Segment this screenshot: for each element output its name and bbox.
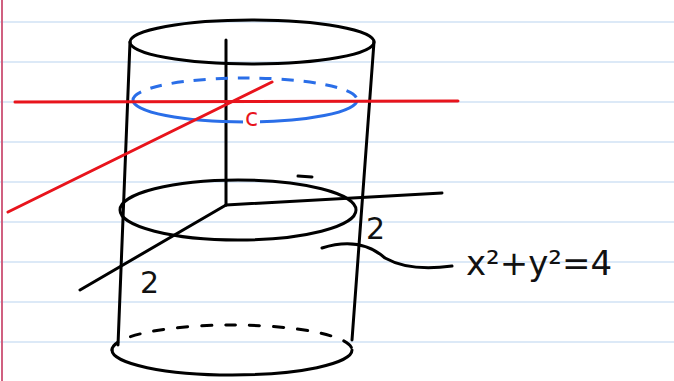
dimension-label: 2 [366, 214, 385, 244]
dimension-label: 2 [140, 268, 159, 298]
cylinder [80, 20, 452, 375]
ruled-lines [0, 22, 674, 342]
equation-label: x²+y²=4 [466, 246, 612, 280]
plane-lines [8, 82, 458, 212]
margin-line [1, 0, 3, 381]
curve-label: c [243, 106, 260, 130]
